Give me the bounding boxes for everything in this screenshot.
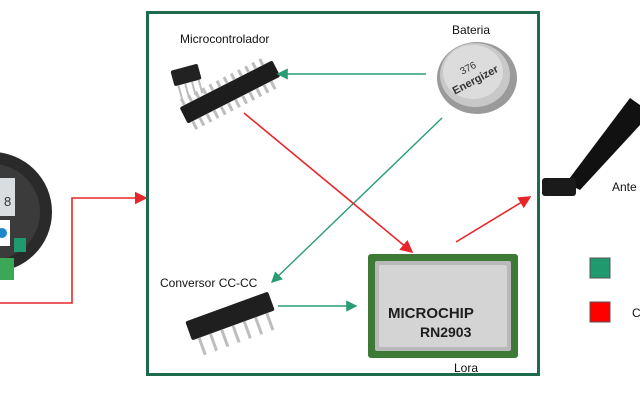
micro-to-lora-arrow: [243, 112, 414, 254]
antenna-label: Ante: [612, 180, 637, 194]
antenna-icon: [542, 98, 640, 196]
lora-model-text: RN2903: [420, 324, 472, 340]
battery-icon: [437, 42, 517, 114]
microcontroller-chip-icon: [179, 58, 280, 130]
lora-brand-text: MICROCHIP: [388, 305, 474, 322]
legend-green-swatch: [589, 257, 611, 279]
pressure-sensor-icon: [0, 152, 52, 280]
lora-to-antenna-arrow: [455, 196, 532, 243]
system-box: [146, 11, 540, 376]
sensor-to-box-arrow: [0, 191, 148, 304]
microcontroller-label: Microcontrolador: [180, 32, 270, 46]
converter-chip-icon: [185, 292, 275, 356]
battery-to-converter-arrow: [270, 117, 443, 283]
lora-label: Lora: [454, 361, 479, 375]
lora-module-icon: [368, 254, 518, 358]
legend-label-partial: C: [632, 306, 640, 320]
converter-label: Conversor CC-CC: [160, 276, 258, 290]
battery-label: Bateria: [452, 23, 491, 37]
sensor-readout: 8: [4, 194, 11, 209]
small-chip-icon: [170, 64, 204, 100]
legend-red-swatch: [589, 301, 611, 323]
